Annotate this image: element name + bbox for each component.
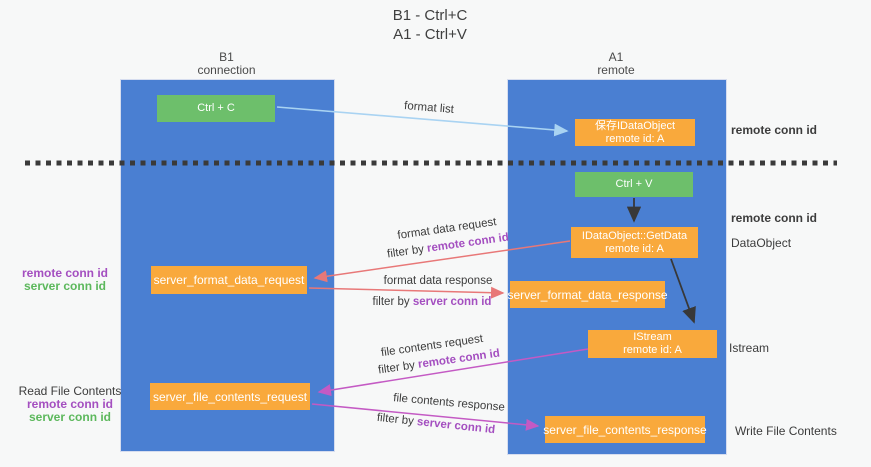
- getdata-line2: remote id: A: [605, 242, 664, 255]
- left-server-conn-id-1: server conn id: [23, 279, 107, 293]
- istream-line1: IStream: [633, 331, 672, 343]
- right-remote-conn-id-1: remote conn id: [731, 123, 818, 137]
- node-server-file-contents-request: server_file_contents_request: [150, 383, 310, 410]
- ctrl-v-label: Ctrl + V: [615, 178, 653, 190]
- left-conn-id-group-1: remote conn id server conn id: [20, 267, 110, 293]
- right-istream-label: Istream: [729, 341, 770, 355]
- save-idataobject-line1: 保存IDataObject: [594, 119, 676, 132]
- node-server-format-data-request: server_format_data_request: [151, 266, 307, 294]
- right-write-file-contents-label: Write File Contents: [735, 424, 837, 438]
- getdata-line1: IDataObject::GetData: [581, 229, 688, 242]
- lane-header-b1: B1 connection: [120, 51, 333, 77]
- left-remote-conn-id-1: remote conn id: [21, 266, 108, 280]
- arrow-file-contents-response: [311, 403, 540, 431]
- server-conn-id-text: server conn id: [412, 296, 492, 308]
- label-filter-by-server-conn-id-1: filter by server conn id: [373, 296, 492, 308]
- left-server-conn-id-2: server conn id: [28, 410, 112, 424]
- title-line-1: B1 - Ctrl+C: [392, 7, 468, 24]
- ctrl-c-label: Ctrl + C: [197, 102, 235, 114]
- right-remote-conn-id-2: remote conn id: [731, 211, 818, 225]
- lane-a1-name: A1: [608, 50, 624, 64]
- lane-header-a1: A1 remote: [507, 51, 725, 77]
- server-format-data-request-label: server_format_data_request: [153, 273, 305, 287]
- node-idataobject-getdata: IDataObject::GetData remote id: A: [571, 227, 698, 258]
- arrow-format-data-request: [313, 240, 571, 283]
- node-ctrl-v: Ctrl + V: [575, 172, 693, 197]
- save-idataobject-line2: remote id: A: [605, 132, 665, 145]
- left-remote-conn-id-2: remote conn id: [26, 397, 113, 411]
- diagram-title: B1 - Ctrl+C A1 - Ctrl+V: [350, 6, 510, 44]
- istream-line2: remote id: A: [623, 344, 682, 356]
- title-line-2: A1 - Ctrl+V: [393, 26, 467, 43]
- arrow-getdata-to-istream: [670, 258, 696, 324]
- arrow-format-list: [276, 106, 569, 137]
- server-file-contents-response-label: server_file_contents_response: [543, 422, 707, 437]
- node-save-idataobject: 保存IDataObject remote id: A: [575, 119, 695, 146]
- lane-b1-name: B1: [219, 50, 234, 64]
- left-conn-id-group-2: Read File Contents remote conn id server…: [15, 385, 125, 424]
- filter-by-text: filter by: [372, 296, 413, 308]
- server-file-contents-request-label: server_file_contents_request: [152, 389, 308, 404]
- arrow-format-data-response: [308, 286, 505, 299]
- right-dataobject-label: DataObject: [731, 236, 792, 250]
- lane-b1-subtitle: connection: [197, 63, 256, 77]
- lane-a1-subtitle: remote: [597, 63, 635, 77]
- node-istream: IStream remote id: A: [588, 330, 717, 358]
- left-read-file-contents-label: Read File Contents: [18, 384, 122, 398]
- server-format-data-response-label: server_format_data_response: [507, 287, 668, 302]
- arrow-file-contents-request: [317, 348, 589, 397]
- node-server-file-contents-response: server_file_contents_response: [543, 416, 707, 443]
- node-ctrl-c: Ctrl + C: [157, 95, 275, 122]
- label-format-data-response: format data response: [383, 275, 493, 287]
- node-server-format-data-response: server_format_data_response: [507, 281, 668, 308]
